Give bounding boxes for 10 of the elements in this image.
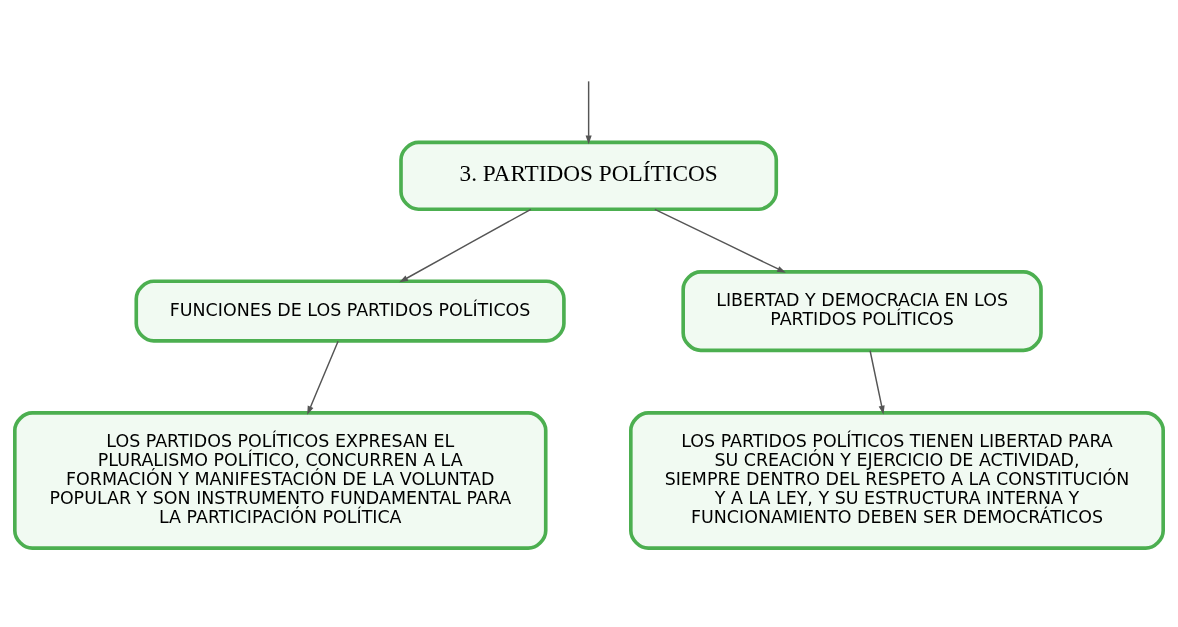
arrow — [869, 349, 885, 414]
arrow — [399, 208, 532, 282]
arrow — [585, 80, 592, 144]
node-box: 3. PARTIDOS POLÍTICOS — [399, 140, 779, 211]
node-box: FUNCIONES DE LOS PARTIDOS POLÍTICOS — [134, 278, 566, 343]
node-box: LOS PARTIDOS POLÍTICOS TIENEN LIBERTAD PARA SU CREACIÓN Y EJERCICIO DE ACTIVIDAD, SIEMPRE DENTRO DEL RESPETO A LA CONSTITUCIÓN Y A LA LEY, Y SU ESTRUCTURA INTERNA Y FUNCIONAMIENTO DEBEN SER DEMOCRÁTICOS — [629, 410, 1165, 550]
arrow — [654, 208, 786, 273]
node-box: LIBERTAD Y DEMOCRACIA EN LOS PARTIDOS POLÍTICOS — [681, 269, 1043, 352]
node-box: LOS PARTIDOS POLÍTICOS EXPRESAN EL PLURALISMO POLÍTICO, CONCURREN A LA FORMACIÓN Y MANIFESTACIÓN DE LA VOLUNTAD POPULAR Y SON INSTRUMENTO FUNDAMENTAL PARA LA PARTICIPACIÓN POLÍTICA — [13, 410, 548, 550]
arrow — [307, 339, 339, 415]
